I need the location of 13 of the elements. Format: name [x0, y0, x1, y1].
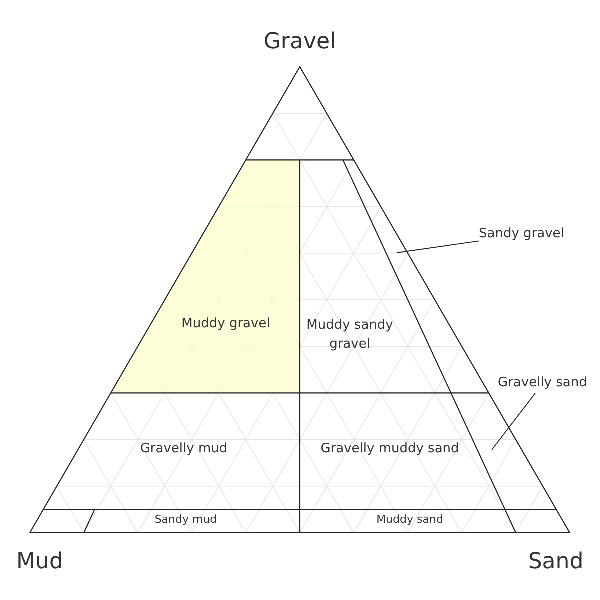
vertex-label: Mud	[16, 550, 64, 574]
region-label: Muddy sand	[355, 512, 465, 528]
region-label: Gravelly mud	[114, 440, 254, 460]
leader-line	[396, 240, 480, 254]
region-label: Muddy sandy gravel	[300, 317, 400, 355]
vertex-label: Gravel	[264, 30, 336, 54]
vertex-label: Sand	[528, 550, 584, 574]
region-label: Sandy mud	[131, 512, 241, 528]
region-label: Gravelly muddy sand	[305, 440, 475, 460]
region-label: Muddy gravel	[166, 316, 286, 334]
leader-line	[492, 392, 536, 450]
region-label: Gravelly sand	[498, 374, 588, 394]
region-label: Sandy gravel	[479, 226, 564, 244]
